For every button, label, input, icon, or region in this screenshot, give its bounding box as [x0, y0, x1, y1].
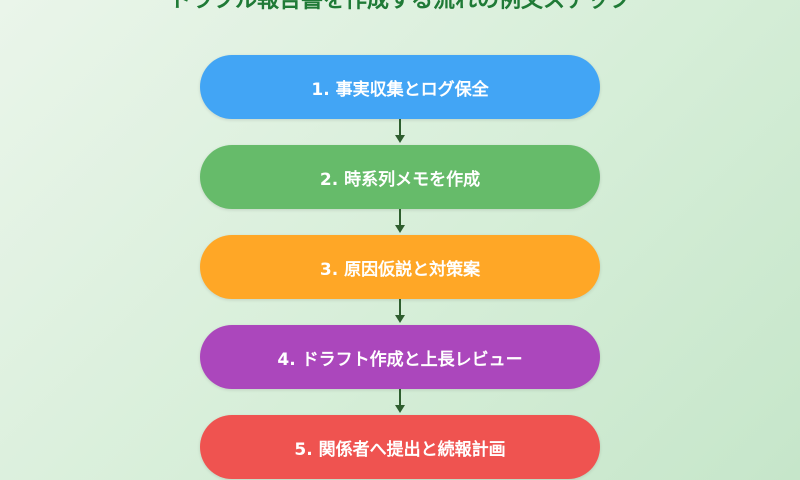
arrow-down-icon — [200, 209, 600, 235]
step-4: 4. ドラフト作成と上長レビュー — [200, 325, 600, 389]
step-2-label: 2. 時系列メモを作成 — [319, 169, 481, 190]
step-1: 1. 事実収集とログ保全 — [200, 55, 600, 119]
step-3-label: 3. 原因仮説と対策案 — [319, 259, 481, 280]
step-4-label: 4. ドラフト作成と上長レビュー — [277, 349, 523, 370]
step-5-label: 5. 関係者へ提出と続報計画 — [294, 439, 506, 460]
step-2: 2. 時系列メモを作成 — [200, 145, 600, 209]
step-5: 5. 関係者へ提出と続報計画 — [200, 415, 600, 479]
diagram-title: トラブル報告書を作成する流れの例文ステップ — [168, 0, 631, 13]
arrow-down-icon — [200, 119, 600, 145]
step-1-label: 1. 事実収集とログ保全 — [311, 79, 489, 100]
step-3: 3. 原因仮説と対策案 — [200, 235, 600, 299]
flow-steps: 1. 事実収集とログ保全 2. 時系列メモを作成 3. 原因仮説と対策案 4. … — [200, 55, 600, 479]
arrow-down-icon — [200, 299, 600, 325]
arrow-down-icon — [200, 389, 600, 415]
